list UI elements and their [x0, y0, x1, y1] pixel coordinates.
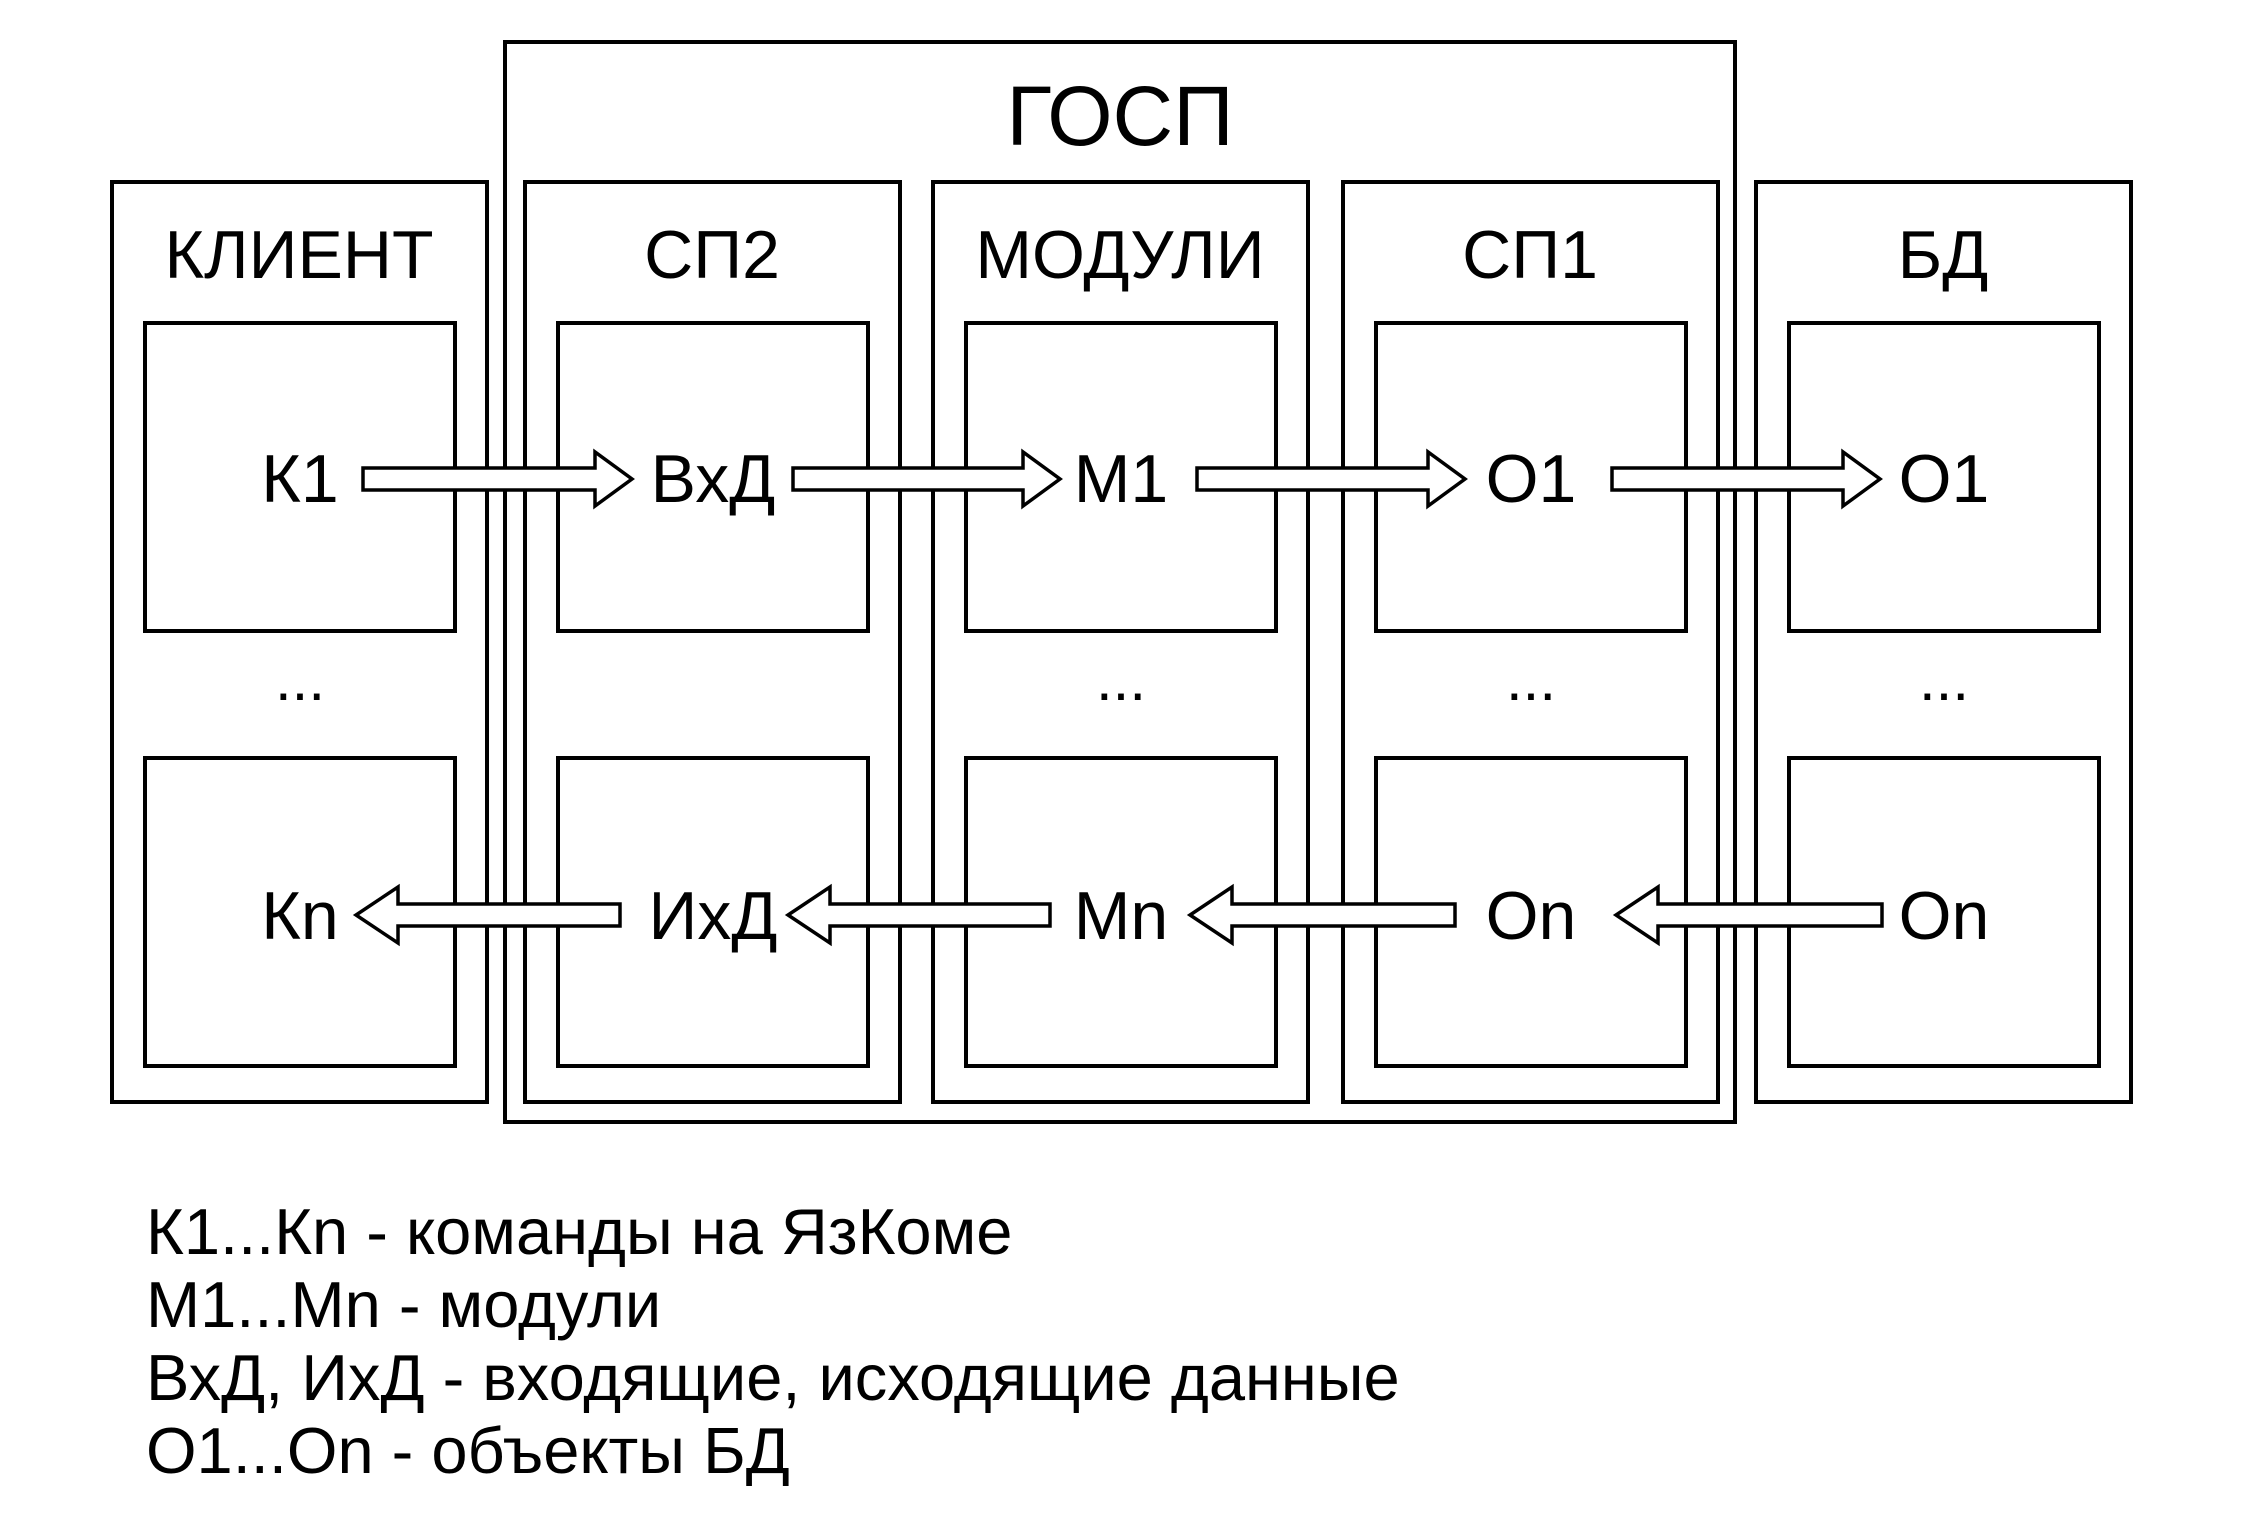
- legend-item-data: ВхД, ИхД - входящие, исходящие данные: [146, 1341, 1400, 1414]
- column-client-top-label: К1: [261, 441, 338, 517]
- column-sp1-frame: [1341, 180, 1720, 1104]
- column-client-title: КЛИЕНТ: [164, 217, 433, 293]
- arrow-client-to-sp2: [361, 448, 635, 510]
- column-sp2-top-label: ВхД: [651, 441, 776, 517]
- arrow-sp2-to-modules: [791, 448, 1063, 510]
- column-client-bottom-label: Кn: [261, 878, 338, 954]
- column-db-bottom-label: Оn: [1899, 878, 1990, 954]
- column-db: БД О1 ... Оn: [1754, 180, 2133, 1104]
- arrow-sp2-to-client: [352, 883, 622, 947]
- column-sp2-bottom-label: ИхД: [649, 878, 778, 954]
- column-modules-bottom-label: Мn: [1074, 878, 1168, 954]
- column-db-frame: [1754, 180, 2133, 1104]
- column-sp2-title: СП2: [644, 217, 780, 293]
- column-modules: МОДУЛИ М1 ... Мn: [931, 180, 1310, 1104]
- arrow-sp1-to-modules: [1186, 883, 1457, 947]
- column-modules-dots: ...: [1096, 646, 1146, 713]
- legend: К1...Кn - команды на ЯзКоме М1...Мn - мо…: [146, 1195, 1400, 1487]
- arrow-modules-to-sp1: [1195, 448, 1468, 510]
- column-client-dots: ...: [275, 646, 325, 713]
- column-sp2: СП2 ВхД ИхД: [523, 180, 902, 1104]
- column-db-top-label: О1: [1899, 441, 1990, 517]
- arrow-db-to-sp1: [1612, 883, 1884, 947]
- column-sp1-dots: ...: [1506, 646, 1556, 713]
- column-db-dots: ...: [1919, 646, 1969, 713]
- gosp-title: ГОСП: [1006, 69, 1233, 163]
- column-sp1-title: СП1: [1462, 217, 1598, 293]
- column-sp1: СП1 О1 ... Оn: [1341, 180, 1720, 1104]
- column-sp1-top-label: О1: [1486, 441, 1577, 517]
- arrow-modules-to-sp2: [784, 883, 1052, 947]
- legend-item-commands: К1...Кn - команды на ЯзКоме: [146, 1195, 1013, 1268]
- column-db-title: БД: [1898, 217, 1989, 293]
- column-client-frame: [110, 180, 489, 1104]
- legend-item-modules: М1...Мn - модули: [146, 1268, 662, 1341]
- gosp-frame: [503, 40, 1737, 1124]
- column-client: КЛИЕНТ К1 ... Кn: [110, 180, 489, 1104]
- column-modules-frame: [931, 180, 1310, 1104]
- legend-item-objects: О1...Оn - объекты БД: [146, 1414, 790, 1487]
- column-sp1-bottom-label: Оn: [1486, 878, 1577, 954]
- column-modules-title: МОДУЛИ: [975, 217, 1264, 293]
- column-modules-top-label: М1: [1074, 441, 1168, 517]
- column-sp2-frame: [523, 180, 902, 1104]
- arrow-sp1-to-db: [1610, 448, 1883, 510]
